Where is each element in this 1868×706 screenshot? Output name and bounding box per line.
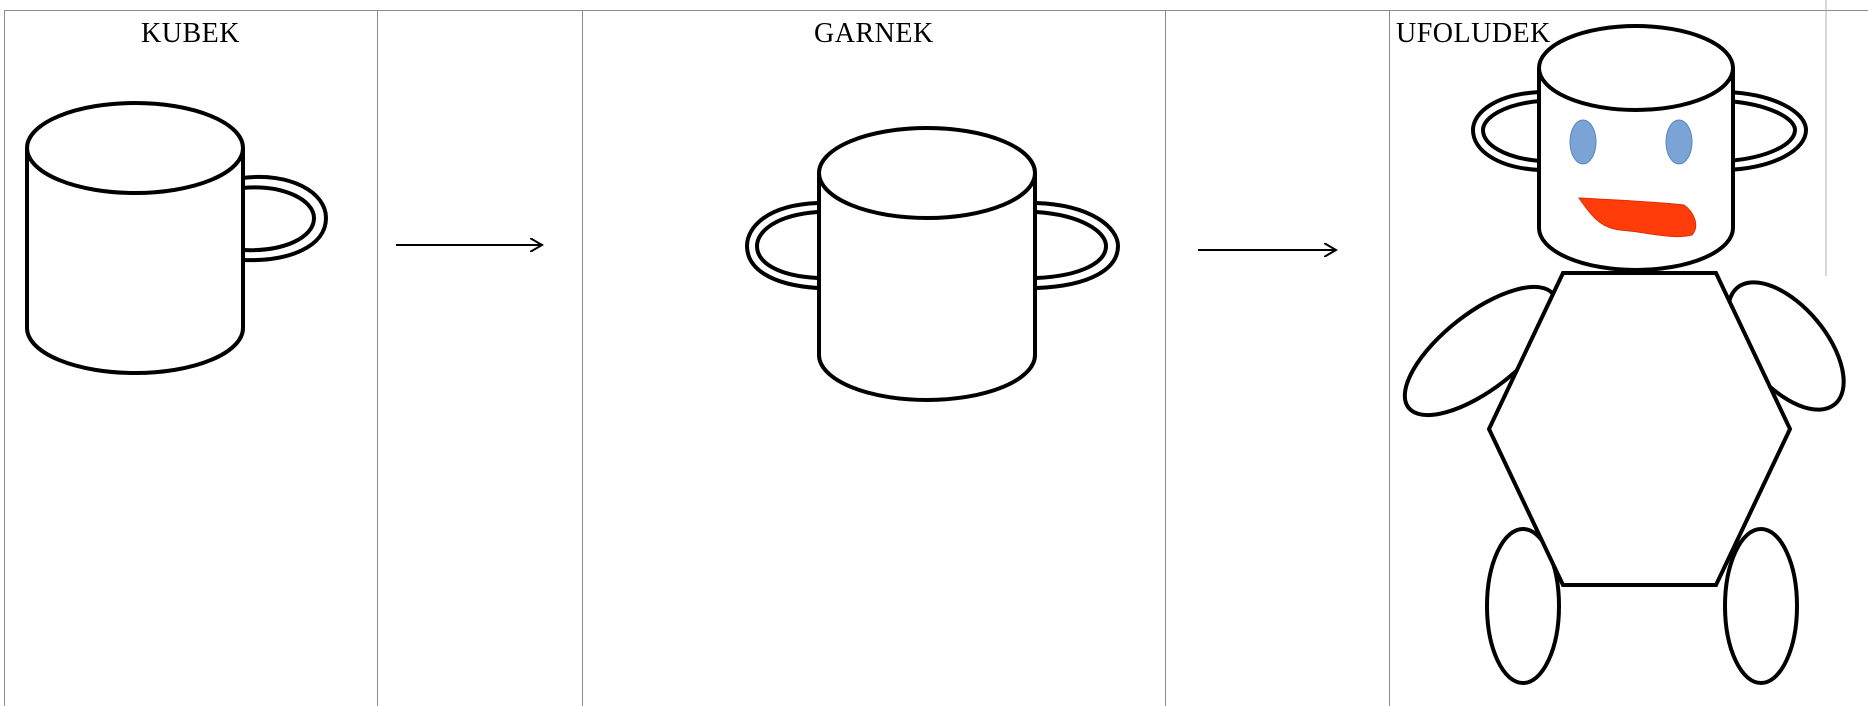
pot-rim [817, 126, 1037, 220]
pot-body [817, 173, 1037, 402]
mug-handle [241, 174, 329, 263]
table-divider-2 [582, 10, 583, 706]
alien-drawing [1402, 24, 1846, 685]
pot-handle-right [1035, 201, 1121, 290]
alien-body [1486, 271, 1793, 587]
alien-eye-right [1665, 119, 1693, 165]
alien-mouth [1578, 197, 1697, 238]
mug-rim [25, 101, 245, 195]
mug-body [25, 148, 245, 375]
cell-title-garnek: GARNEK [814, 18, 934, 49]
alien-leg-right [1723, 527, 1799, 685]
pot-drawing [744, 126, 1121, 402]
table-divider-4 [1389, 10, 1390, 706]
alien-eye-left [1569, 119, 1597, 165]
table-divider-1 [377, 10, 378, 706]
table-divider-3 [1165, 10, 1166, 706]
alien-leg-left [1485, 527, 1561, 685]
alien-ear-right [1726, 90, 1809, 172]
alien-face [1569, 119, 1697, 238]
table-border-left [4, 10, 5, 706]
cell-title-ufoludek: UFOLUDEK [1396, 18, 1551, 49]
alien-head-top [1537, 24, 1735, 112]
cell-title-kubek: KUBEK [141, 18, 240, 49]
table-top-border [4, 10, 1868, 11]
pot-handle-left [744, 201, 819, 290]
alien-ear-left [1470, 90, 1541, 172]
mug-drawing [25, 101, 329, 375]
